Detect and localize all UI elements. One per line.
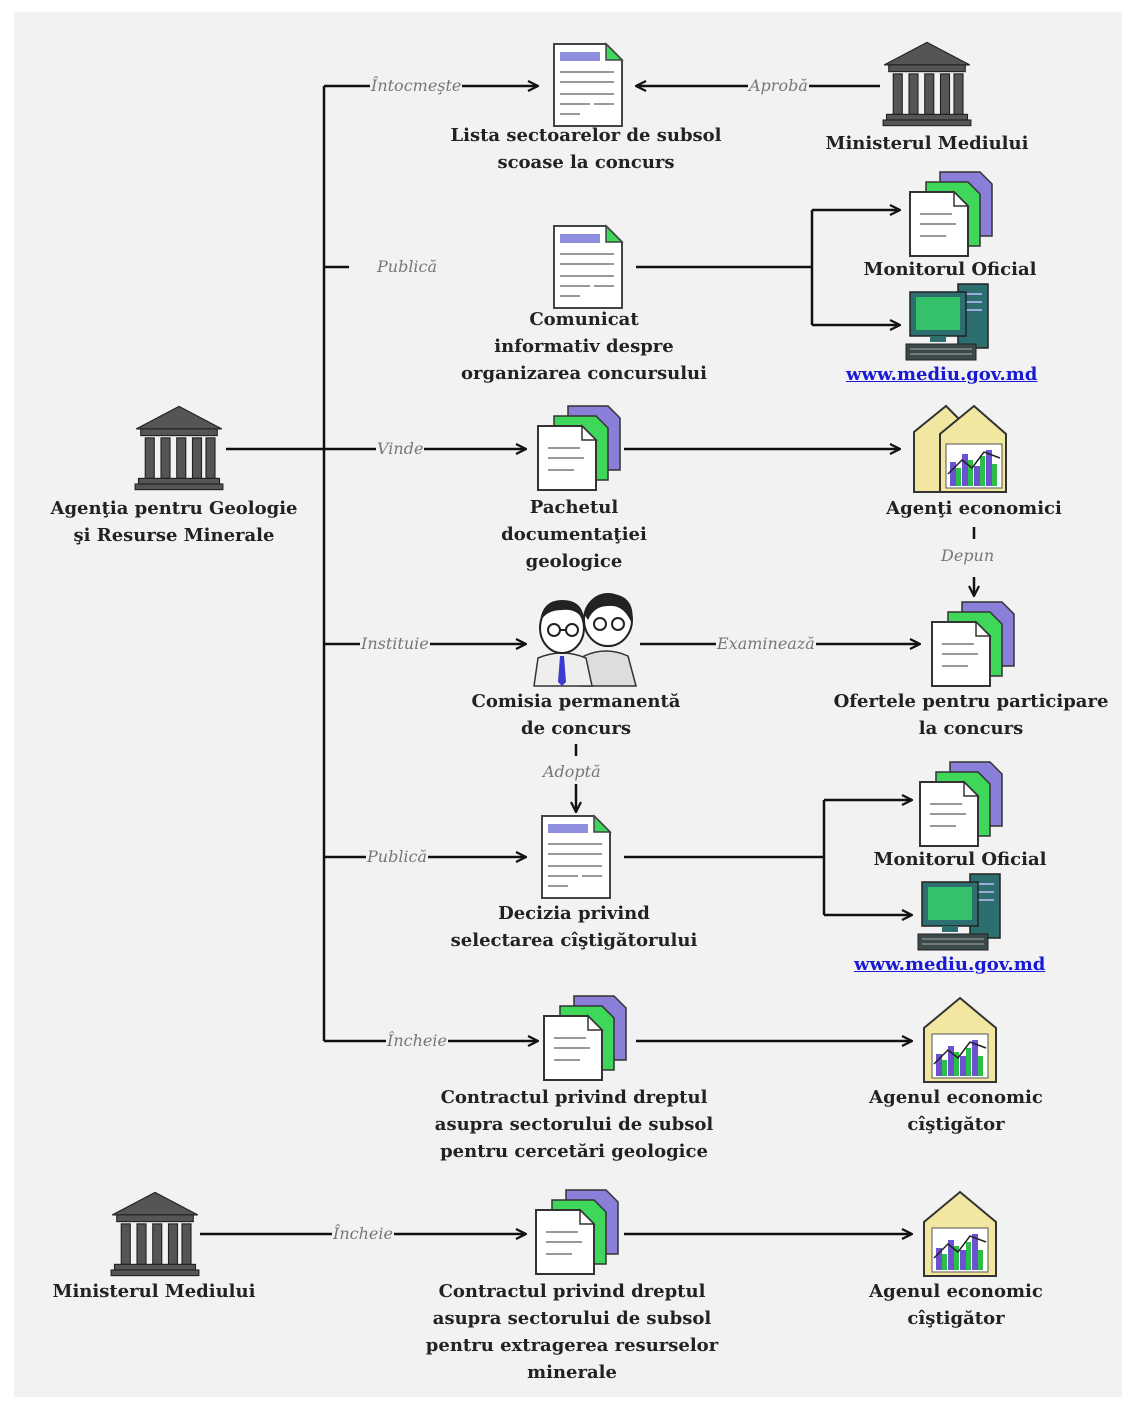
edge-instituie: Instituie <box>360 634 430 654</box>
edge-vinde: Vinde <box>376 439 425 459</box>
document-icon <box>553 224 624 309</box>
edge-incheie-1: Încheie <box>386 1031 448 1051</box>
document-icon <box>541 814 612 899</box>
building-icon <box>882 41 972 127</box>
edge-publica-1: Publică <box>376 257 439 277</box>
economic-agents-icon <box>913 404 1007 493</box>
website-link-2[interactable]: www.mediu.gov.md <box>854 954 1046 975</box>
document-stack-icon <box>909 171 993 257</box>
monitorul-oficial-1-label: Monitorul Oficial <box>863 259 1037 280</box>
website-link-1[interactable]: www.mediu.gov.md <box>846 364 1038 385</box>
document-stack-icon <box>543 995 627 1081</box>
ministry-bottom-label: Ministerul Mediului <box>52 1281 256 1302</box>
edge-aproba: Aprobă <box>748 76 809 96</box>
edge-incheie-2: Încheie <box>332 1224 394 1244</box>
edge-adopta: Adoptă <box>542 762 602 782</box>
edge-depun: Depun <box>940 546 996 566</box>
computer-icon <box>905 283 989 361</box>
computer-icon <box>917 873 1001 951</box>
edge-publica-2: Publică <box>366 847 429 867</box>
edge-intocmeste: Întocmeşte <box>370 76 463 96</box>
document-stack-icon <box>537 405 621 491</box>
economic-agent-icon <box>923 996 997 1083</box>
economic-agent-icon <box>923 1190 997 1277</box>
building-icon <box>134 405 224 491</box>
commission-people-icon <box>533 593 637 687</box>
ministry-top-label: Ministerul Mediului <box>825 133 1029 154</box>
agenti-economici-label: Agenţi economici <box>886 498 1062 519</box>
document-icon <box>553 42 624 127</box>
building-icon <box>110 1191 200 1277</box>
document-stack-icon <box>535 1189 619 1275</box>
document-stack-icon <box>919 761 1003 847</box>
monitorul-oficial-2-label: Monitorul Oficial <box>873 849 1047 870</box>
document-stack-icon <box>931 601 1015 687</box>
edge-examineaza: Examinează <box>716 634 816 654</box>
